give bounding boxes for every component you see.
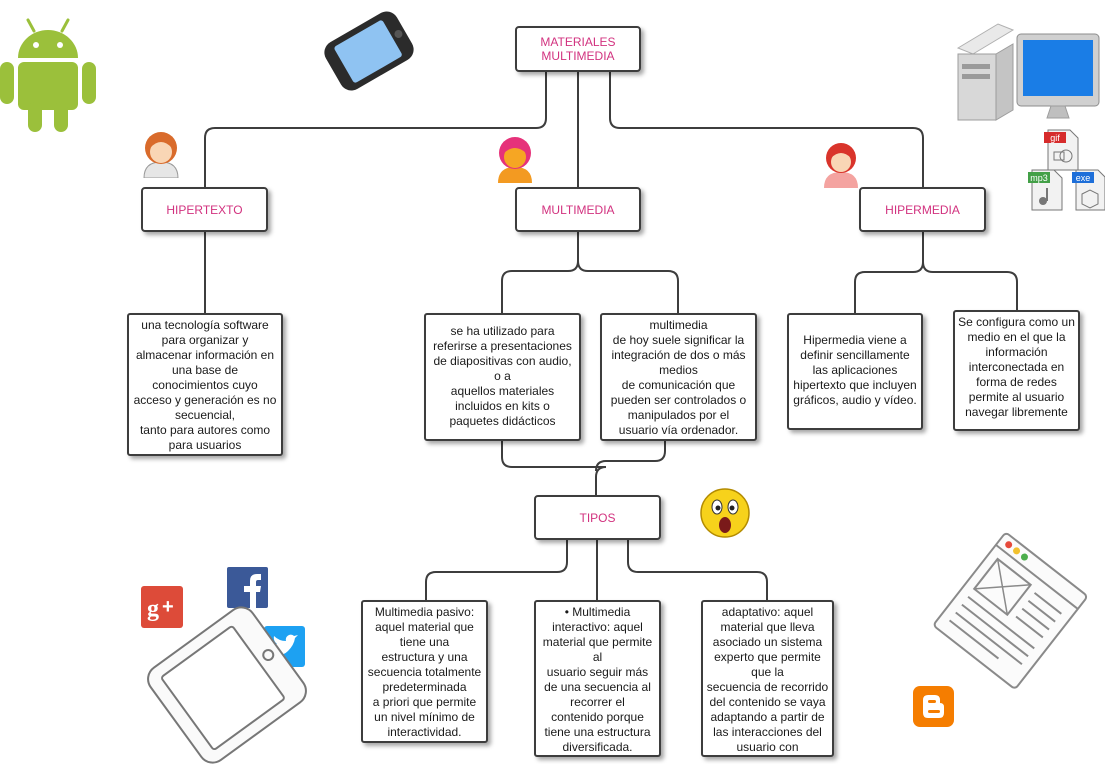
root-node: MATERIALES MULTIMEDIA	[515, 26, 641, 72]
multimedia-node: MULTIMEDIA	[515, 187, 641, 232]
mp3-file-icon: mp3	[1028, 169, 1063, 211]
tipo-adaptativo-description: adaptativo: aquel material que lleva aso…	[701, 600, 834, 757]
desktop-computer-icon	[956, 23, 1100, 121]
person-icon	[824, 143, 858, 188]
android-icon	[0, 18, 96, 132]
surprised-emoji-icon	[700, 488, 750, 538]
hipermedia-node: HIPERMEDIA	[859, 187, 986, 232]
multimedia-description-1: se ha utilizado para referirse a present…	[424, 313, 581, 441]
hipermedia-description-2: Se configura como un medio en el que la …	[953, 310, 1080, 431]
tablet-icon	[147, 606, 307, 764]
hipertexto-description: una tecnología software para organizar y…	[127, 313, 283, 456]
svg-text:+: +	[162, 596, 174, 618]
blogger-icon	[913, 686, 954, 727]
tipo-pasivo-description: Multimedia pasivo: aquel material que ti…	[361, 600, 488, 743]
mp3-label: mp3	[1030, 173, 1048, 183]
tipos-node: TIPOS	[534, 495, 661, 540]
gif-label: gif	[1050, 133, 1060, 143]
google-plus-icon: g +	[141, 586, 183, 628]
hipertexto-node: HIPERTEXTO	[141, 187, 268, 232]
smartphone-icon	[324, 11, 414, 91]
gif-file-icon: gif	[1044, 129, 1079, 171]
hipermedia-description-1: Hipermedia viene a definir sencillamente…	[787, 313, 923, 430]
person-icon	[498, 137, 532, 183]
facebook-icon	[227, 567, 268, 608]
exe-label: exe	[1076, 173, 1091, 183]
exe-file-icon: exe	[1072, 169, 1105, 211]
multimedia-description-2: multimedia de hoy suele significar la in…	[600, 313, 757, 441]
document-page-icon	[933, 532, 1088, 689]
svg-text:g: g	[147, 596, 159, 622]
person-icon	[143, 132, 179, 178]
tipo-interactivo-description: • Multimedia interactivo: aquel material…	[534, 600, 661, 757]
